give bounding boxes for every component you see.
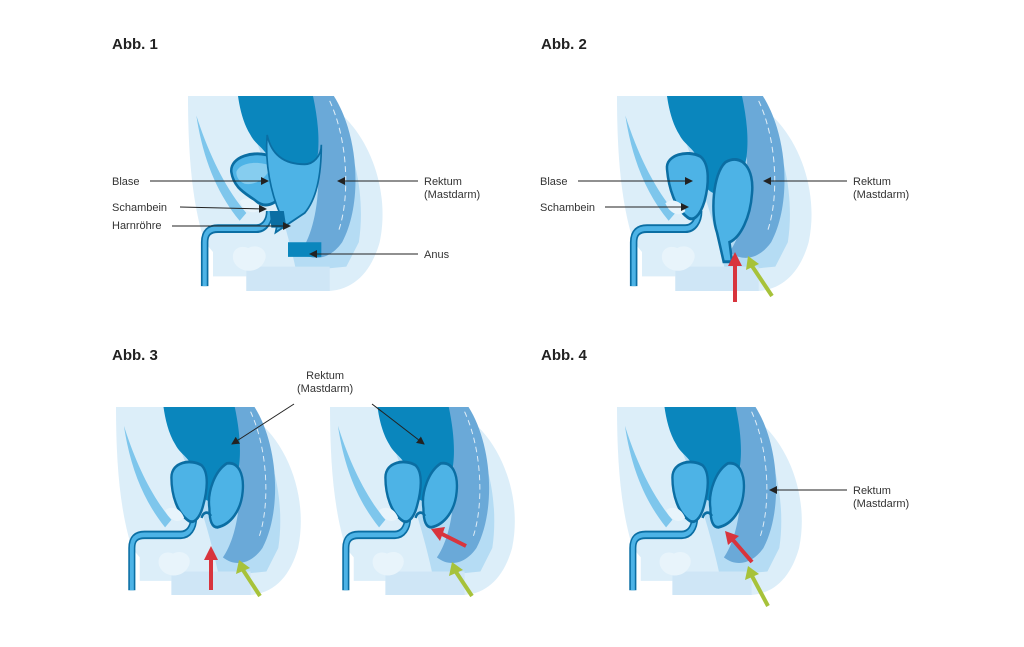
label-schambein-1: Schambein — [112, 202, 168, 214]
label-rektum-2: Rektum(Mastdarm) — [853, 176, 910, 201]
label-blase-1: Blase — [112, 176, 140, 188]
label-rektum-4: Rektum(Mastdarm) — [853, 485, 910, 510]
label-schambein-2: Schambein — [540, 202, 596, 214]
figure-3-title: Abb. 3 — [112, 347, 158, 364]
label-harnroehre-1: Harnröhre — [112, 220, 162, 232]
label-rektum-1: Rektum(Mastdarm) — [424, 176, 481, 201]
figure-3a-illustration — [116, 407, 306, 595]
figure-3b-illustration — [330, 407, 520, 595]
figure-4-title: Abb. 4 — [541, 347, 587, 364]
label-anus-1: Anus — [424, 249, 450, 261]
label-blase-2: Blase — [540, 176, 568, 188]
figure-1-illustration — [188, 96, 388, 291]
figure-4-illustration — [617, 407, 807, 595]
figure-2-title: Abb. 2 — [541, 36, 587, 53]
figure-1-title: Abb. 1 — [112, 36, 158, 53]
figure-2-illustration — [617, 96, 817, 291]
label-rektum-3: Rektum(Mastdarm) — [297, 370, 354, 395]
